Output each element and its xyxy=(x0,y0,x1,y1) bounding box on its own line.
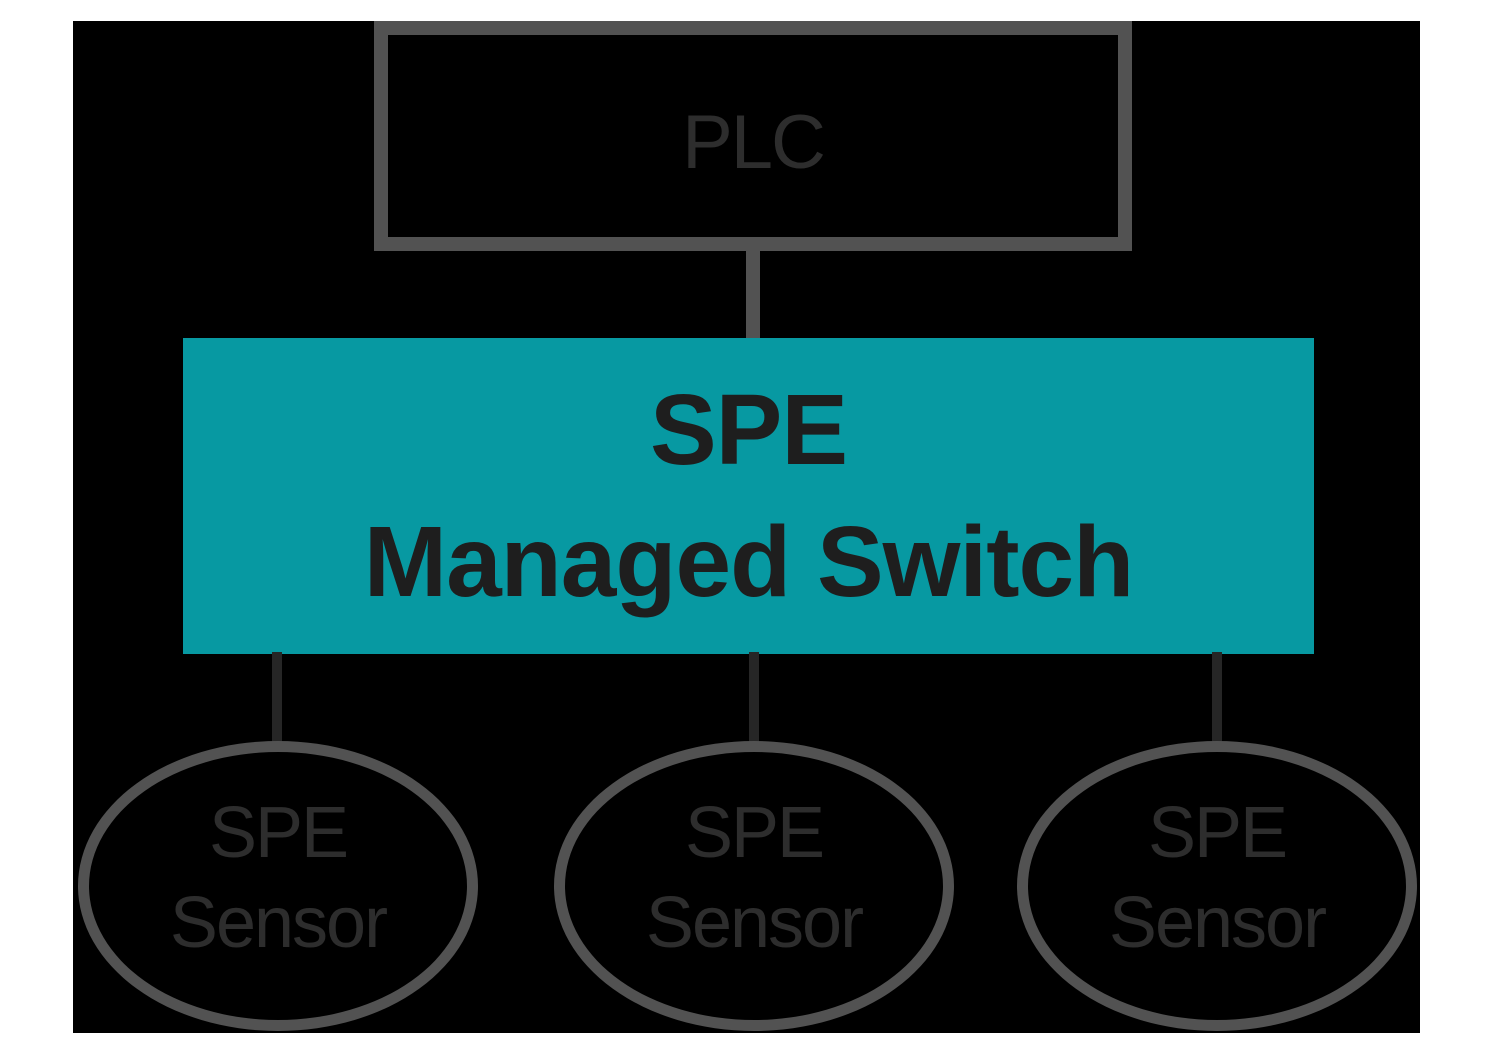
sensor-3-label-line1: SPE xyxy=(1147,793,1288,873)
connector-switch-to-sensor-3 xyxy=(1212,652,1222,746)
connector-switch-to-sensor-2 xyxy=(749,652,759,746)
switch-label-line2: Managed Switch xyxy=(363,506,1134,618)
spe-sensor-node-1: SPE Sensor xyxy=(78,741,478,1031)
spe-sensor-node-3: SPE Sensor xyxy=(1017,741,1417,1031)
sensor-2-label-line2: Sensor xyxy=(645,883,864,963)
sensor-1-label-line1: SPE xyxy=(208,793,349,873)
sensor-1-label-line2: Sensor xyxy=(169,883,388,963)
switch-label-line1: SPE xyxy=(649,374,848,486)
spe-managed-switch-box: SPE Managed Switch xyxy=(183,338,1314,654)
sensor-2-label-line1: SPE xyxy=(684,793,825,873)
spe-sensor-node-2: SPE Sensor xyxy=(554,741,954,1031)
plc-box: PLC xyxy=(374,21,1132,251)
connector-plc-to-switch xyxy=(746,250,760,340)
plc-label: PLC xyxy=(682,99,826,185)
sensor-3-label-line2: Sensor xyxy=(1108,883,1327,963)
connector-switch-to-sensor-1 xyxy=(272,652,282,746)
